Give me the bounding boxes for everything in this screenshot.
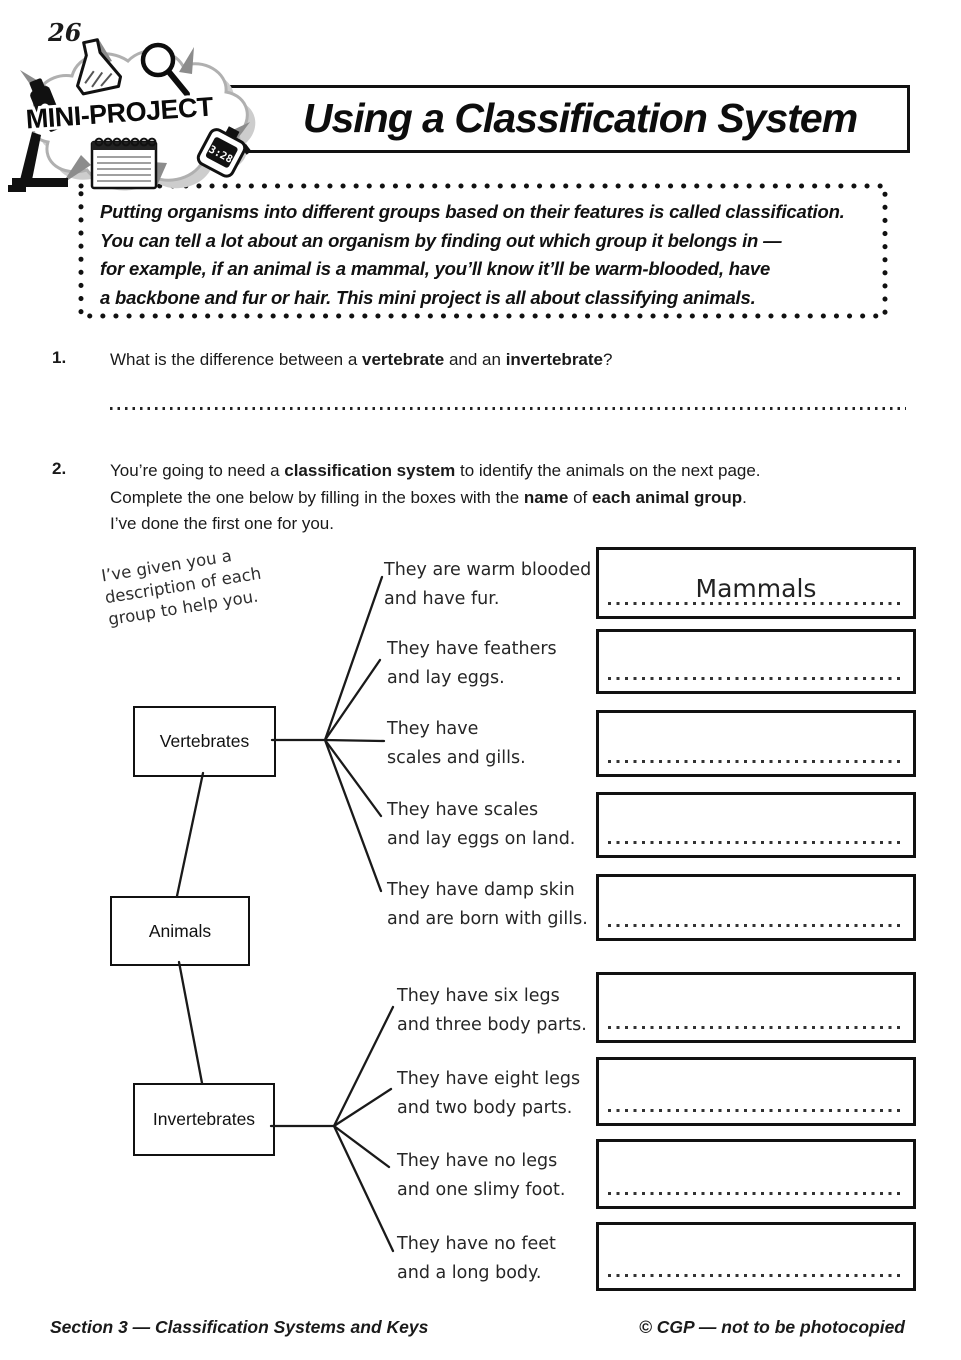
mini-project-badge: 3:28 MINI-PROJECT	[8, 38, 256, 192]
answer-box[interactable]	[596, 792, 916, 858]
flask-icon	[76, 38, 123, 96]
q1-bold-invertebrate: invertebrate	[505, 350, 604, 369]
intro-line: Putting organisms into different groups …	[100, 201, 845, 222]
q2-text-part: You’re going to need a	[110, 461, 285, 480]
q2-line3: I’ve done the first one for you.	[110, 514, 334, 533]
intro-line: You can tell a lot about an organism by …	[100, 229, 782, 251]
answer-box[interactable]	[596, 874, 916, 941]
q1-text-part: What is the difference between a	[110, 350, 363, 369]
q2-text-part: Complete the one below by filling in the…	[110, 487, 524, 507]
page-number: 26	[48, 18, 82, 47]
answer-line[interactable]	[608, 677, 904, 680]
answer-box[interactable]	[596, 972, 916, 1043]
answer-line[interactable]	[608, 1109, 904, 1112]
question-1-answer-line[interactable]	[110, 407, 906, 410]
q2-text-part: .	[742, 487, 747, 507]
question-1-text: What is the difference between a vertebr…	[110, 347, 910, 374]
answer-line[interactable]	[608, 841, 904, 844]
notepad-icon	[90, 137, 158, 190]
footer-section-title: Section 3 — Classification Systems and K…	[50, 1317, 429, 1337]
answer-line[interactable]	[608, 760, 904, 763]
q2-bold-each-animal-group: each animal group	[591, 487, 743, 507]
helper-note: I’ve given you a description of each gro…	[100, 539, 278, 631]
node-animals-label: Animals	[148, 920, 212, 941]
page-title: Using a Classification System	[302, 95, 858, 141]
node-vertebrates: Vertebrates	[133, 706, 276, 777]
q1-text-part: ?	[603, 350, 613, 369]
answer-text: Mammals	[695, 574, 817, 603]
q2-line1: You’re going to need a classification sy…	[110, 458, 920, 485]
magnifying-glass-icon	[140, 42, 190, 97]
footer-copyright: © CGP — not to be photocopied	[639, 1317, 905, 1337]
answer-box[interactable]	[596, 710, 916, 777]
microscope-icon	[8, 78, 68, 192]
answer-box[interactable]: Mammals	[596, 547, 916, 619]
q2-bold-classification-system: classification system	[284, 461, 456, 480]
q2-line2: Complete the one below by filling in the…	[110, 485, 920, 512]
answer-box[interactable]	[596, 1139, 916, 1209]
answer-line[interactable]	[608, 1026, 904, 1029]
question-2-text: You’re going to need a classification sy…	[110, 458, 920, 538]
q2-bold-name: name	[523, 487, 569, 507]
answer-box[interactable]	[596, 1222, 916, 1291]
node-invertebrates-label: Invertebrates	[152, 1109, 256, 1129]
answer-line[interactable]	[608, 602, 904, 605]
stopwatch-icon: 3:28	[196, 126, 252, 178]
question-2-number: 2.	[52, 459, 67, 478]
answer-line[interactable]	[608, 1192, 904, 1195]
q2-text-part: to identify the animals on the next page…	[455, 461, 761, 480]
intro-line: a backbone and fur or hair. This mini pr…	[100, 286, 756, 308]
answer-box[interactable]	[596, 629, 916, 694]
intro-line: for example, if an animal is a mammal, y…	[100, 258, 771, 279]
q1-text-part: and an	[444, 350, 506, 369]
node-animals: Animals	[110, 896, 250, 966]
q2-text-part: of	[568, 487, 592, 507]
answer-box[interactable]	[596, 1057, 916, 1126]
q1-bold-vertebrate: vertebrate	[362, 350, 445, 369]
node-vertebrates-label: Vertebrates	[159, 731, 250, 751]
answer-line[interactable]	[608, 924, 904, 927]
answer-line[interactable]	[608, 1274, 904, 1277]
intro-paragraph: Putting organisms into different groups …	[100, 198, 870, 312]
node-invertebrates: Invertebrates	[133, 1083, 275, 1156]
question-1-number: 1.	[52, 348, 67, 367]
